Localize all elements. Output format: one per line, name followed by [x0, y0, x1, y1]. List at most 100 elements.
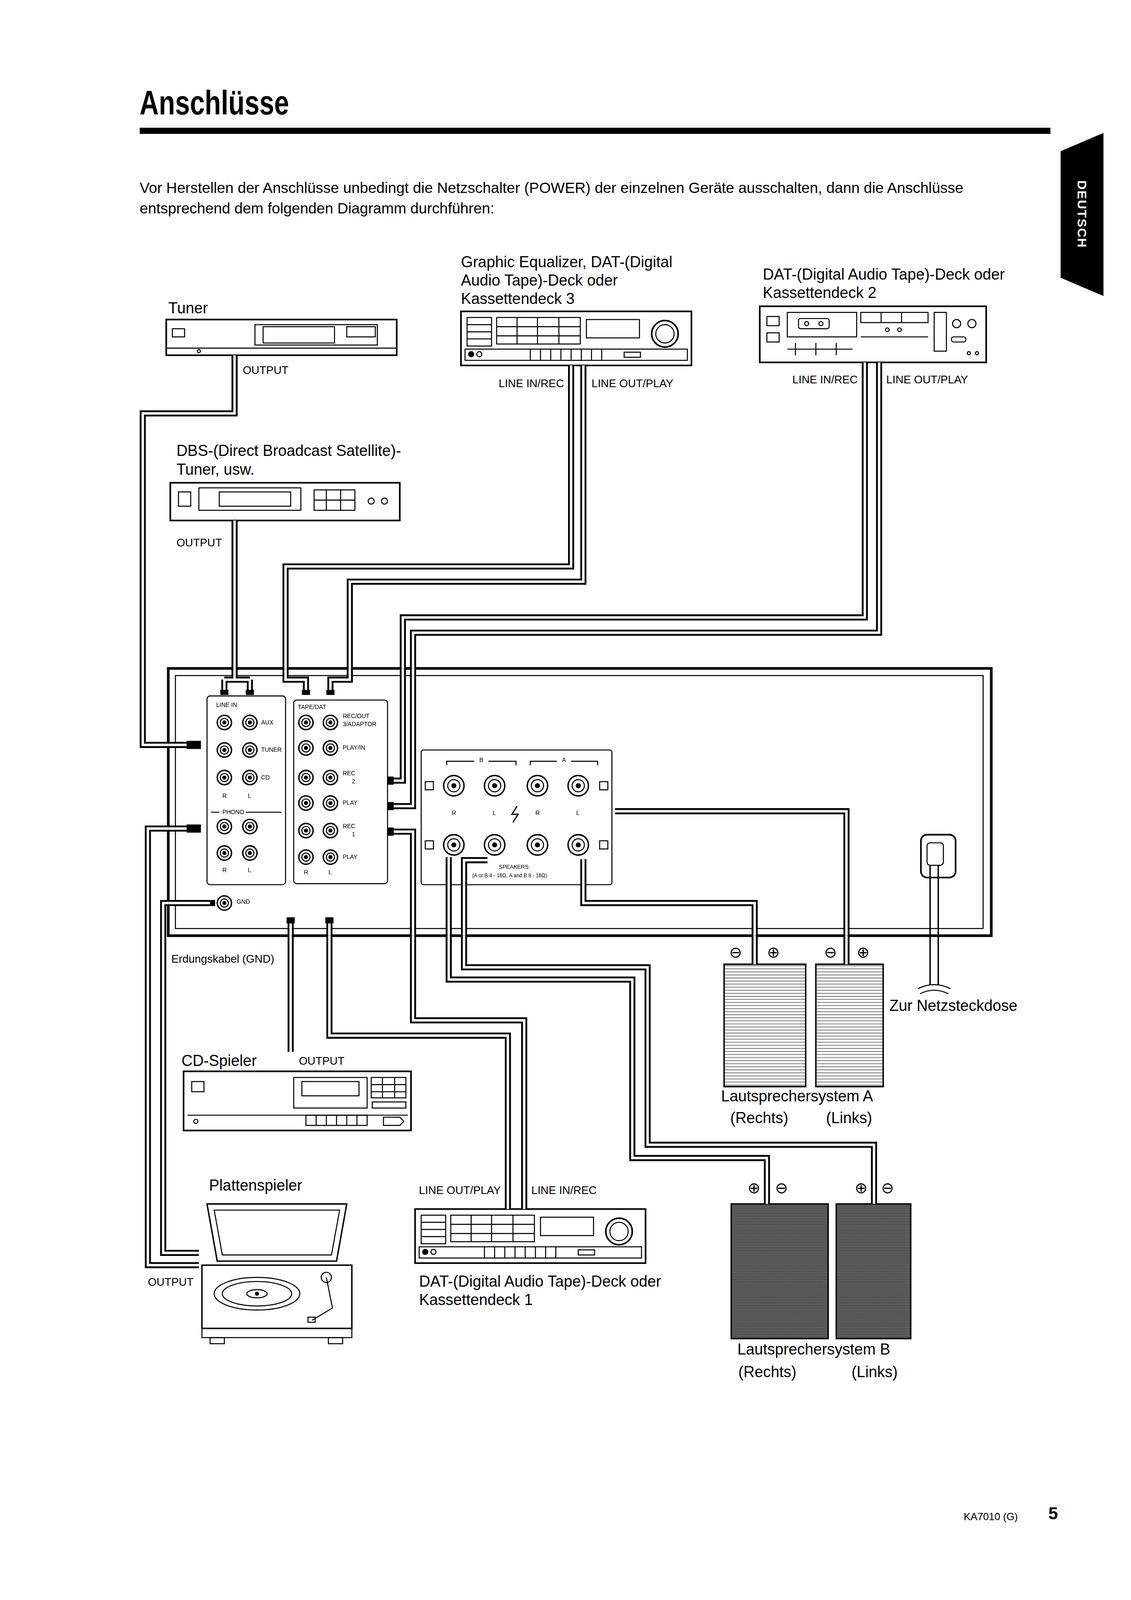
polarity-mark: ⊕: [854, 1180, 868, 1196]
device-label: (Rechts): [738, 1362, 831, 1381]
device-caption: Tuner: [166, 298, 401, 320]
language-tab: [1060, 132, 1104, 296]
panel-label: L: [247, 866, 252, 873]
polarity-mark: ⊕: [747, 1180, 761, 1196]
tuner: Tuner: [166, 298, 401, 356]
cable-cores: [168, 668, 847, 936]
device-area: [460, 311, 708, 366]
polarity-mark: ⊖: [775, 1180, 788, 1196]
text-label: LINE OUT/PLAY: [591, 377, 674, 391]
panel-label: 1: [351, 830, 356, 837]
polarity-mark: ⊖: [729, 944, 743, 960]
device-caption: DBS-(Direct Broadcast Satellite)-Tuner, …: [170, 441, 403, 483]
device-area: [181, 1070, 414, 1131]
cable: [413, 362, 880, 669]
device-area: [166, 319, 401, 356]
panel-label: L: [328, 868, 332, 875]
panel-label: REC: [342, 822, 356, 829]
text-label: OUTPUT: [147, 1275, 194, 1289]
device-caption: Graphic Equalizer, DAT-(Digital Audio Ta…: [460, 252, 708, 312]
text-label: Lautsprechersystem B: [737, 1340, 891, 1358]
amplifier-rear-panel: LINE INAUXTUNERCDRLPHONORLTAPE/DATREC/OU…: [168, 667, 992, 936]
panel-label: PLAY: [342, 799, 358, 806]
cable: [285, 365, 572, 669]
device-label: (Rechts): [730, 1108, 810, 1127]
cable: [448, 935, 767, 1204]
device-caption: Plattenspieler: [198, 1175, 362, 1199]
text-label: OUTPUT: [176, 536, 222, 550]
text-label: KA7010 (G): [963, 1510, 1018, 1523]
text-label: 5: [1048, 1503, 1058, 1523]
panel-label: PLAY/IN: [342, 744, 366, 751]
device-caption: DAT-(Digital Audio Tape)-Deck oder Kasse…: [759, 265, 1010, 307]
title-rule: [139, 127, 1051, 134]
device-area: [728, 1203, 831, 1338]
device-caption: DAT-(Digital Audio Tape)-Deck oder Kasse…: [415, 1264, 665, 1309]
panel-label: AUX: [261, 719, 274, 726]
plugs: [186, 689, 394, 924]
panel-label: 3/ADAPTOR: [342, 720, 377, 727]
text-label: LINE IN/REC: [531, 1183, 597, 1197]
device-label: (Links): [851, 1362, 916, 1381]
panel-label: R: [451, 809, 457, 816]
text-label: LINE IN/REC: [792, 373, 858, 387]
cable: [290, 935, 292, 1052]
text-label: Zur Netzsteckdose: [889, 996, 1018, 1015]
cd-player: CD-Spieler: [181, 1051, 414, 1130]
device-area: [719, 963, 810, 1087]
language-tab-label: DEUTSCH: [1074, 180, 1090, 248]
cable: [463, 935, 875, 1204]
device-area: [759, 306, 1010, 362]
cable: [147, 828, 199, 1266]
panel-label: 2: [351, 778, 356, 785]
device-area: [813, 963, 896, 1087]
device-label: DAT-(Digital Audio Tape)-Deck oder Kasse…: [419, 1271, 665, 1309]
text-label: LINE OUT/PLAY: [886, 373, 969, 387]
device-label: DBS-(Direct Broadcast Satellite)-Tuner, …: [176, 441, 403, 479]
device-label: CD-Spieler: [181, 1051, 414, 1070]
panel-label: SPEAKERS: [498, 863, 529, 870]
text-label: Lautsprechersystem A: [720, 1087, 873, 1105]
panel-label: LINE IN: [216, 701, 238, 708]
device-label: Plattenspieler: [209, 1175, 362, 1195]
device-label: Graphic Equalizer, DAT-(Digital Audio Ta…: [460, 252, 708, 309]
panel-label: REC: [342, 769, 356, 776]
device-area: [415, 1208, 665, 1265]
text-label: Vor Herstellen der Anschlüsse unbedingt …: [139, 177, 1058, 219]
panel-label: PLAY: [342, 853, 358, 860]
page-title: Anschlüsse: [139, 85, 289, 120]
text-label: Erdungskabel (GND): [171, 952, 275, 966]
panel-label: REC/OUT: [342, 712, 370, 719]
panel-label: L: [247, 792, 252, 799]
device-area: [834, 1203, 916, 1338]
panel-label: PHONO: [222, 808, 245, 815]
device-area: [198, 1198, 362, 1347]
device-label: (Links): [826, 1108, 896, 1127]
text-label: OUTPUT: [298, 1054, 345, 1068]
satellite-tuner: DBS-(Direct Broadcast Satellite)-Tuner, …: [170, 441, 403, 520]
text-label: OUTPUT: [242, 364, 289, 377]
device-caption: CD-Spieler: [181, 1051, 414, 1071]
panel-label: R: [535, 809, 540, 816]
panel-label: A: [562, 756, 566, 763]
cable: [845, 935, 847, 965]
cable-ends: [168, 668, 847, 936]
device-area: [170, 482, 403, 520]
text-label: LINE OUT/PLAY: [419, 1183, 502, 1197]
panel-label: L: [576, 809, 580, 816]
panel-label: L: [492, 809, 496, 816]
panel-label: (A or B 4 - 16Ω, A and B 8 - 16Ω): [472, 872, 547, 878]
panel-label: CD: [261, 774, 270, 781]
panel-label: R: [222, 866, 227, 873]
text-label: LINE IN/REC: [498, 377, 564, 391]
cable: [754, 935, 755, 965]
tape-deck: DAT-(Digital Audio Tape)-Deck oder Kasse…: [759, 265, 1010, 362]
polarity-mark: ⊕: [856, 944, 870, 960]
cable: [142, 355, 235, 745]
polarity-mark: ⊖: [824, 944, 837, 960]
polarity-mark: ⊕: [766, 944, 780, 960]
cable: [233, 520, 235, 668]
panel-label: R: [222, 792, 227, 799]
